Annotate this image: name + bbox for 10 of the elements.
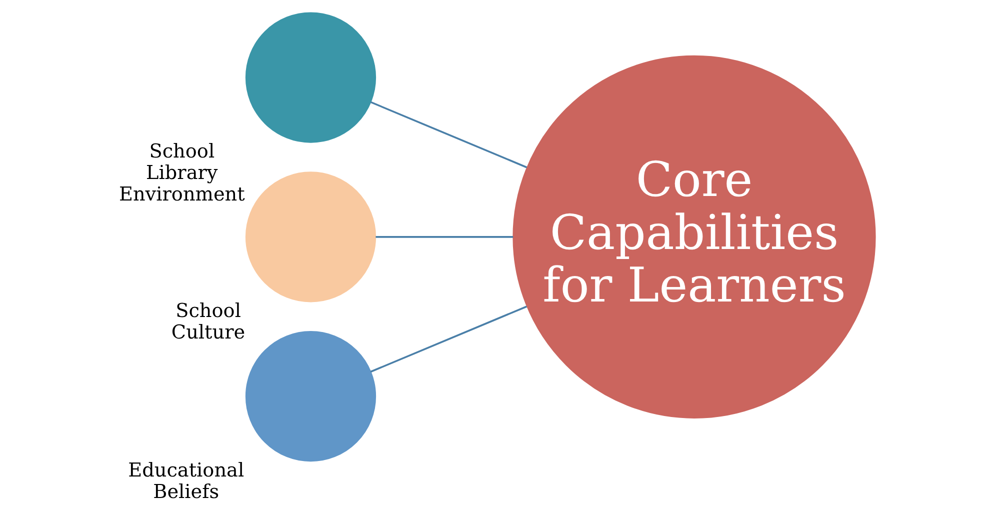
- node-label: School Culture: [170, 298, 245, 344]
- node-circle: [244, 331, 376, 462]
- node-circle: [244, 172, 376, 302]
- node-label: Educational Beliefs: [128, 458, 244, 503]
- connector: [370, 101, 527, 168]
- node-circle: [244, 12, 376, 143]
- node-label: School Library Environment: [118, 140, 244, 206]
- connector: [370, 306, 527, 373]
- node-circle: Core Capabilities for Learners: [512, 55, 876, 418]
- connector: [375, 236, 513, 238]
